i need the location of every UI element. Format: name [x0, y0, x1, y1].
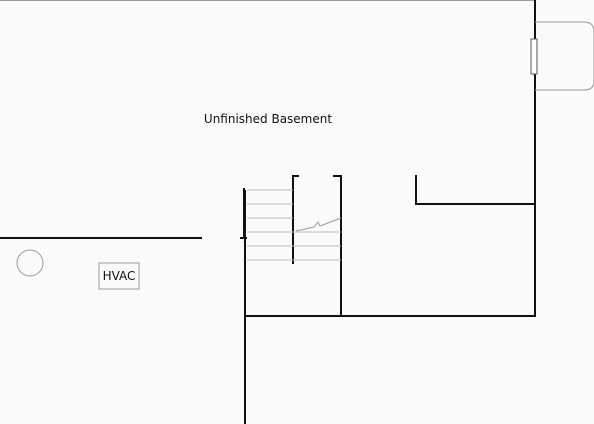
stair-treads	[247, 189, 341, 261]
room-label-unfinished-basement: Unfinished Basement	[204, 112, 332, 126]
stair-break-line	[295, 217, 342, 232]
stair-rail-stub	[240, 188, 247, 239]
hvac-unit	[98, 262, 140, 290]
window-well	[530, 21, 594, 91]
stair-wall-inner	[292, 175, 299, 264]
stair-wall-outer	[333, 175, 342, 316]
hvac-label: HVAC	[103, 269, 136, 283]
floor-drain-circle	[16, 249, 44, 277]
partition-wall-right	[415, 175, 535, 205]
window-frame	[530, 38, 538, 75]
